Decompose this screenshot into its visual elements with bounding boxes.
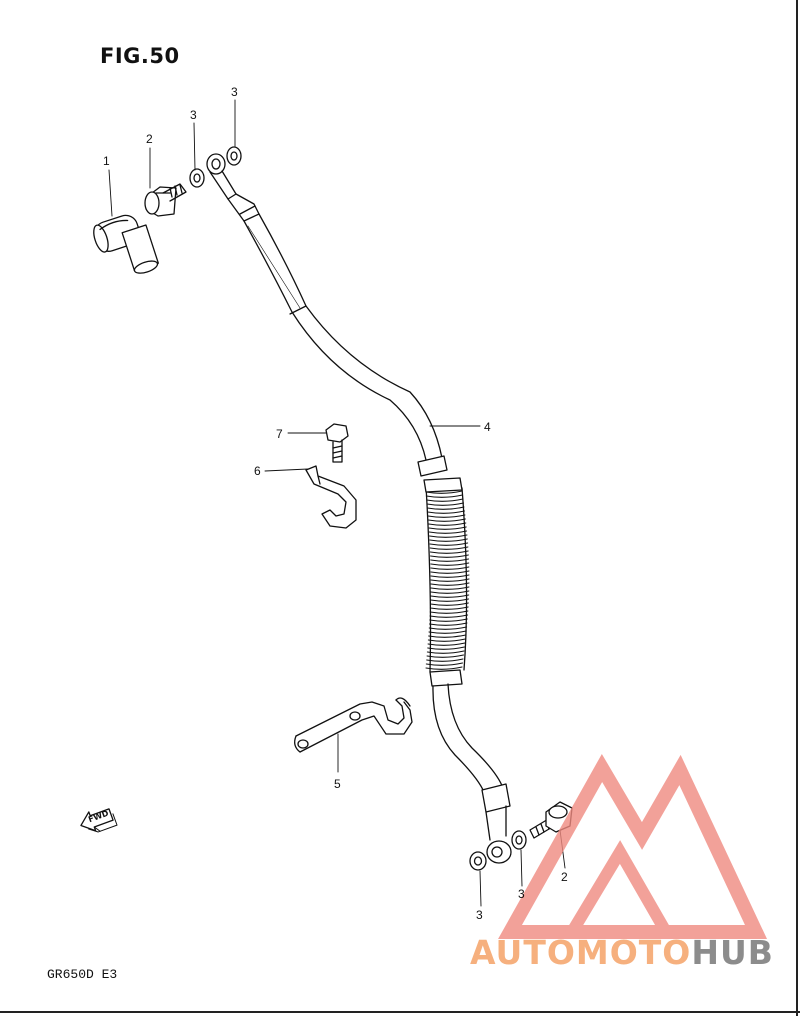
coil-stripe <box>429 614 469 618</box>
coil-stripe <box>427 510 465 514</box>
guide-bolt-part <box>325 423 349 463</box>
callout-union-bolt-bottom: 2 <box>561 870 568 884</box>
callout-gasket-top-a: 3 <box>190 108 197 122</box>
coil-stripe <box>425 666 463 670</box>
figure-title: FIG.50 <box>100 44 180 68</box>
coil-stripe <box>428 626 468 630</box>
coil-stripe <box>428 634 467 638</box>
callout-banjo-fitting: 1 <box>103 154 110 168</box>
coil-stripe <box>430 586 470 590</box>
coil-stripe <box>430 598 470 602</box>
coil-stripe <box>425 494 464 498</box>
coil-stripe <box>429 542 469 546</box>
coil-stripe <box>430 562 470 566</box>
banjo-fitting-part <box>93 214 159 274</box>
gasket-bottom-b-part <box>511 830 527 850</box>
upper-hose-end <box>206 153 260 222</box>
coil-stripe <box>430 570 470 574</box>
coil-stripe <box>426 654 465 658</box>
fwd-arrow-icon <box>80 808 118 833</box>
callout-hose-guide: 6 <box>254 464 261 478</box>
coil-stripe <box>426 502 465 506</box>
gasket-bottom-a-part <box>469 851 487 871</box>
coil-stripe <box>430 574 470 578</box>
coil-stripe <box>427 518 466 522</box>
hose-clamp-part <box>294 697 413 753</box>
watermark-text: AUTOMOTOHUB <box>470 933 774 972</box>
coil-stripe <box>428 630 467 634</box>
coil-stripe <box>426 658 464 662</box>
model-code: GR650D E3 <box>47 967 118 982</box>
coil-stripe <box>428 526 467 530</box>
coil-stripe <box>426 498 464 502</box>
union-bolt-top-part <box>144 183 187 217</box>
gasket-top-b-part <box>226 146 242 166</box>
coil-stripe <box>427 514 466 518</box>
coil-stripe <box>429 554 469 558</box>
coil-stripe <box>426 650 465 654</box>
hose-guide-part <box>305 465 357 529</box>
coil-stripe <box>430 566 470 570</box>
watermark-text-part2: HUB <box>691 933 774 972</box>
coil-stripe <box>429 606 469 610</box>
coil-stripe <box>430 590 470 594</box>
spring-guard <box>425 490 470 670</box>
callout-gasket-bottom-a: 3 <box>476 908 483 922</box>
callout-brake-hose: 4 <box>484 420 491 434</box>
brake-hose-part <box>243 213 468 673</box>
callout-union-bolt-top: 2 <box>146 132 153 146</box>
coil-stripe <box>430 594 470 598</box>
callout-guide-bolt: 7 <box>276 427 283 441</box>
coil-stripe <box>430 558 470 562</box>
coil-stripe <box>429 546 469 550</box>
callout-hose-clamp: 5 <box>334 777 341 791</box>
coil-stripe <box>429 538 468 542</box>
coil-stripe <box>427 638 466 642</box>
coil-stripe <box>429 618 468 622</box>
coil-stripe <box>428 534 468 538</box>
leader-lines <box>108 99 566 907</box>
right-border <box>796 0 798 1016</box>
callout-gasket-top-b: 3 <box>231 85 238 99</box>
coil-stripe <box>429 610 469 614</box>
coil-stripe <box>430 578 470 582</box>
bottom-border <box>0 1011 800 1013</box>
coil-stripe <box>429 550 469 554</box>
coil-stripe <box>428 622 468 626</box>
watermark-logo <box>498 753 768 939</box>
coil-stripe <box>428 530 468 534</box>
coil-stripe <box>427 642 466 646</box>
callout-gasket-bottom-b: 3 <box>518 887 525 901</box>
gasket-top-a-part <box>189 168 205 188</box>
coil-stripe <box>430 582 470 586</box>
coil-stripe <box>426 506 465 510</box>
coil-stripe <box>425 490 463 494</box>
coil-stripe <box>427 646 465 650</box>
lower-hose-segment <box>429 669 512 864</box>
coil-stripe <box>429 602 469 606</box>
coil-stripe <box>428 522 467 526</box>
coil-stripe <box>425 662 464 666</box>
watermark-text-part1: AUTOMOTO <box>470 933 692 972</box>
